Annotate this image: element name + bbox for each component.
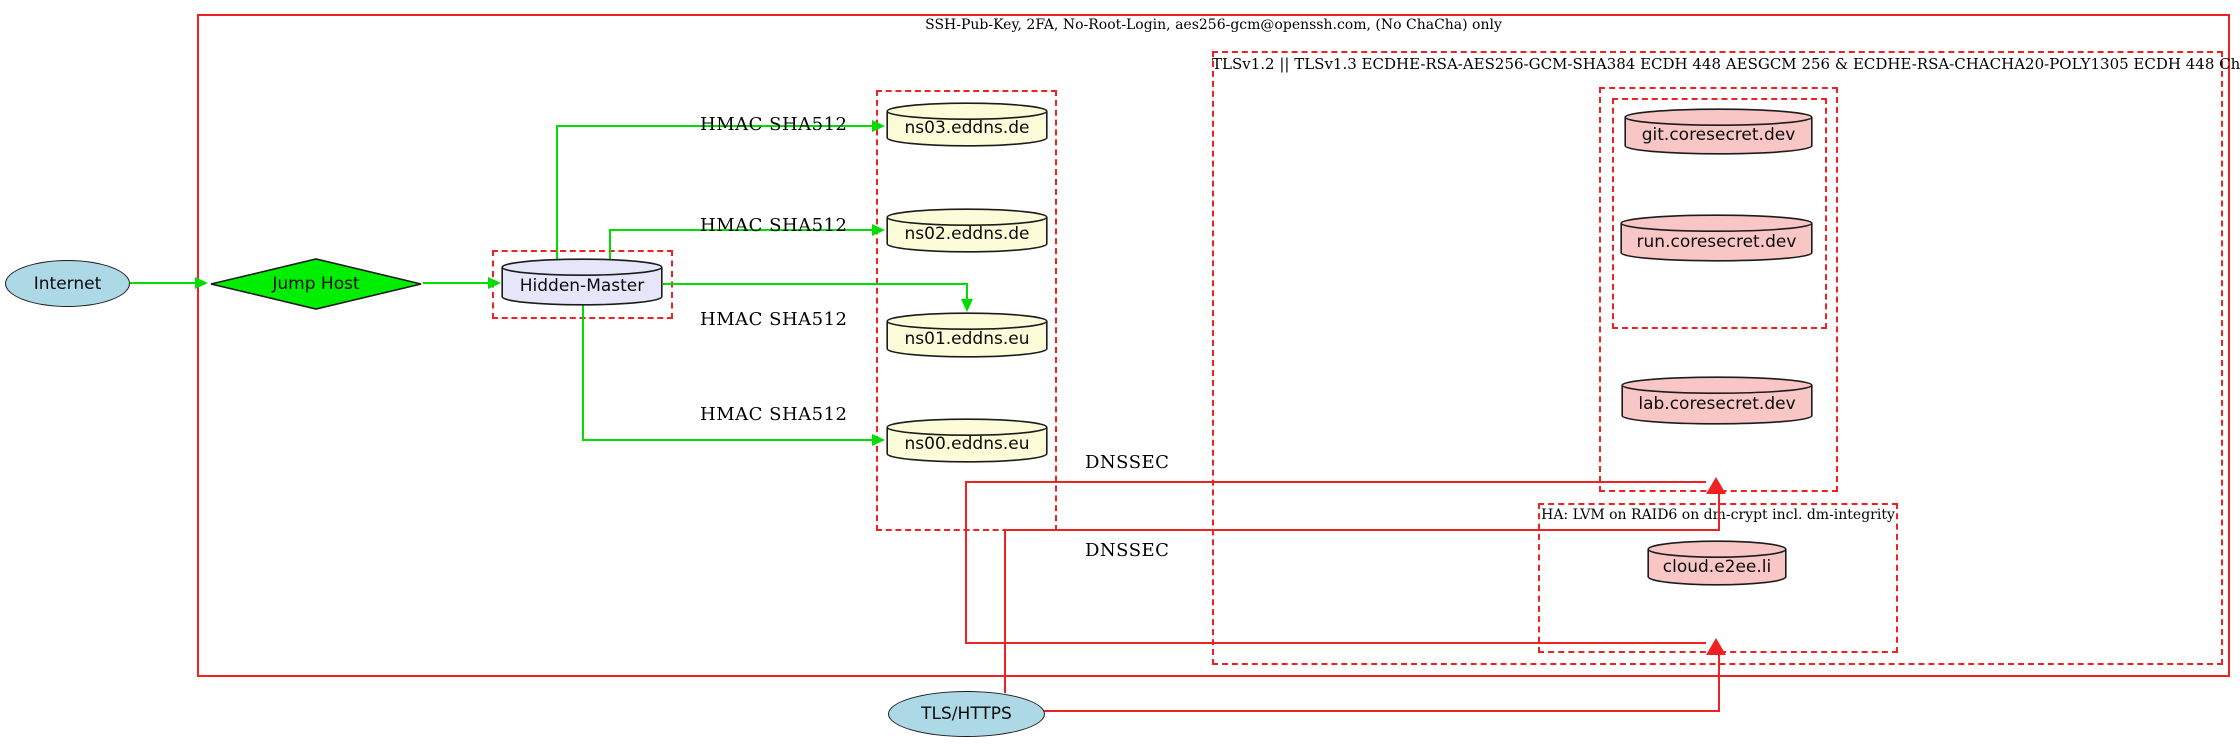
edge-hm-ns02-horizontal bbox=[609, 229, 872, 231]
node-git-coresecret: git.coresecret.dev bbox=[1624, 108, 1813, 155]
arrowhead-into-coresecret-cluster bbox=[1706, 477, 1726, 494]
edge-label-hmac-ns01: HMAC SHA512 bbox=[700, 309, 848, 330]
cylinder-shape bbox=[1624, 108, 1813, 155]
cylinder-shape bbox=[886, 418, 1048, 463]
edge-label-dnssec-1: DNSSEC bbox=[1085, 452, 1170, 473]
edge-hm-ns02-vertical bbox=[609, 230, 611, 262]
node-ns03: ns03.eddns.de bbox=[886, 102, 1048, 147]
node-ns00: ns00.eddns.eu bbox=[886, 418, 1048, 463]
edge-tlshttps-coresecret-riser bbox=[1718, 494, 1720, 531]
edge-hm-ns01-horizontal bbox=[663, 283, 968, 285]
edge-hm-ns03-vertical bbox=[556, 126, 558, 262]
cylinder-shape bbox=[501, 258, 663, 306]
node-run-coresecret: run.coresecret.dev bbox=[1620, 214, 1813, 262]
node-ns02: ns02.eddns.de bbox=[886, 208, 1048, 253]
edge-tlshttps-coresecret-horizontal bbox=[1004, 529, 1720, 531]
edge-jumphost-hiddenmaster bbox=[423, 282, 488, 284]
edge-dnssec-coresecret-horizontal bbox=[966, 481, 1706, 483]
cluster-ssh-boundary bbox=[197, 14, 2230, 677]
node-jump-host: Jump Host bbox=[208, 256, 424, 312]
edge-label-hmac-ns03: HMAC SHA512 bbox=[700, 114, 848, 135]
arrowhead-hm-ns02 bbox=[872, 224, 885, 236]
arrowhead-hm-ns03 bbox=[872, 120, 885, 132]
cylinder-shape bbox=[1621, 376, 1813, 425]
cylinder-shape bbox=[886, 312, 1048, 358]
edge-hm-ns00-horizontal bbox=[582, 439, 872, 441]
edge-tlshttps-ha-riser bbox=[1718, 655, 1720, 712]
arrowhead-hm-ns01 bbox=[961, 299, 973, 312]
node-lab-coresecret: lab.coresecret.dev bbox=[1621, 376, 1813, 425]
edge-internet-jumphost bbox=[128, 282, 196, 284]
arrowhead-hm-ns00 bbox=[872, 434, 885, 446]
arrowhead-jumphost-hiddenmaster bbox=[488, 277, 501, 289]
edge-hm-ns00-vertical bbox=[582, 305, 584, 440]
edge-dnssec-ha-horizontal bbox=[965, 642, 1706, 644]
cylinder-shape bbox=[886, 208, 1048, 253]
cluster-tls-label: TLSv1.2 || TLSv1.3 ECDHE-RSA-AES256-GCM-… bbox=[1212, 55, 2240, 73]
node-tls-https: TLS/HTTPS bbox=[888, 691, 1045, 737]
cluster-coresecret-inner-boundary bbox=[1612, 98, 1827, 329]
edge-hm-ns03-horizontal bbox=[556, 125, 872, 127]
edge-label-dnssec-2: DNSSEC bbox=[1085, 540, 1170, 561]
edge-tlshttps-up-vertical bbox=[1004, 531, 1006, 693]
edge-dnssec-shared-vertical bbox=[965, 481, 967, 644]
node-hidden-master: Hidden-Master bbox=[501, 258, 663, 306]
node-cloud-e2ee: cloud.e2ee.li bbox=[1647, 540, 1787, 586]
arrowhead-internet-jumphost bbox=[195, 277, 208, 289]
edge-label-hmac-ns00: HMAC SHA512 bbox=[700, 404, 848, 425]
edge-hm-ns01-vertical bbox=[966, 283, 968, 300]
cylinder-shape bbox=[886, 102, 1048, 147]
cluster-ssh-label: SSH-Pub-Key, 2FA, No-Root-Login, aes256-… bbox=[925, 17, 1502, 33]
edge-label-hmac-ns02: HMAC SHA512 bbox=[700, 215, 848, 236]
arrowhead-into-ha-cluster bbox=[1706, 638, 1726, 655]
diamond-shape bbox=[210, 258, 422, 310]
edge-tlshttps-ha-horizontal bbox=[1044, 710, 1720, 712]
cylinder-shape bbox=[1620, 214, 1813, 262]
node-internet-label: Internet bbox=[33, 273, 102, 294]
node-tls-https-label: TLS/HTTPS bbox=[921, 704, 1012, 724]
node-internet: Internet bbox=[5, 260, 130, 307]
node-ns01: ns01.eddns.eu bbox=[886, 312, 1048, 358]
cylinder-shape bbox=[1647, 540, 1787, 586]
cluster-tls-boundary bbox=[1212, 51, 2223, 665]
